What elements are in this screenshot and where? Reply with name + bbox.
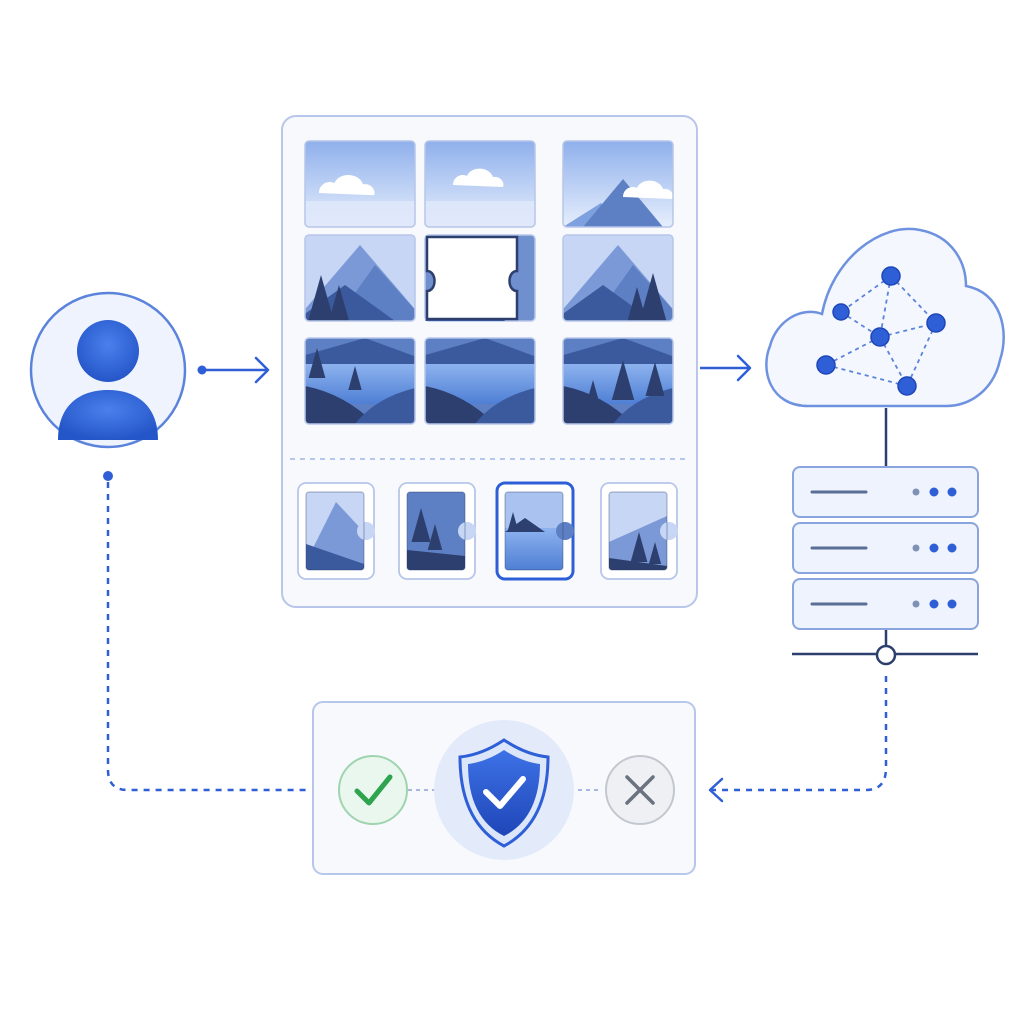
- server-unit: [792, 466, 979, 518]
- server-unit: [792, 522, 979, 574]
- arrow-user-to-puzzle: [197, 356, 270, 384]
- cloud-network-icon: [765, 227, 1005, 408]
- puzzle-tile: [562, 140, 674, 228]
- candidate-piece[interactable]: [600, 482, 678, 580]
- puzzle-grid: [304, 140, 674, 425]
- server-network-bus: [792, 630, 978, 666]
- server-unit: [792, 578, 979, 630]
- verification-panel: [312, 701, 696, 875]
- arrow-puzzle-to-cloud: [700, 354, 752, 382]
- puzzle-tile: [562, 337, 674, 425]
- candidate-piece[interactable]: [398, 482, 476, 580]
- network-nodes: [816, 266, 946, 396]
- dashed-path-server-to-verification: [708, 676, 888, 803]
- candidate-pieces: [297, 481, 678, 581]
- user-node: [29, 291, 187, 449]
- puzzle-tile: [304, 337, 416, 425]
- puzzle-tile: [424, 337, 536, 425]
- candidate-piece[interactable]: [297, 482, 375, 580]
- x-circle-icon: [605, 755, 675, 825]
- puzzle-tile: [424, 140, 536, 228]
- candidate-piece[interactable]: [495, 481, 575, 581]
- shield-check-icon: [434, 720, 574, 860]
- jigsaw-captcha-panel: [281, 115, 698, 608]
- user-avatar-icon: [58, 320, 158, 440]
- puzzle-tile: [424, 234, 536, 322]
- cloud-node: [765, 227, 1005, 408]
- dashed-path-user-to-verification: [103, 471, 308, 792]
- server-rack-icon: [792, 466, 979, 630]
- check-circle-icon: [338, 755, 408, 825]
- puzzle-tile: [304, 140, 416, 228]
- puzzle-tile: [304, 234, 416, 322]
- missing-piece-slot[interactable]: [425, 235, 519, 321]
- puzzle-tile: [562, 234, 674, 322]
